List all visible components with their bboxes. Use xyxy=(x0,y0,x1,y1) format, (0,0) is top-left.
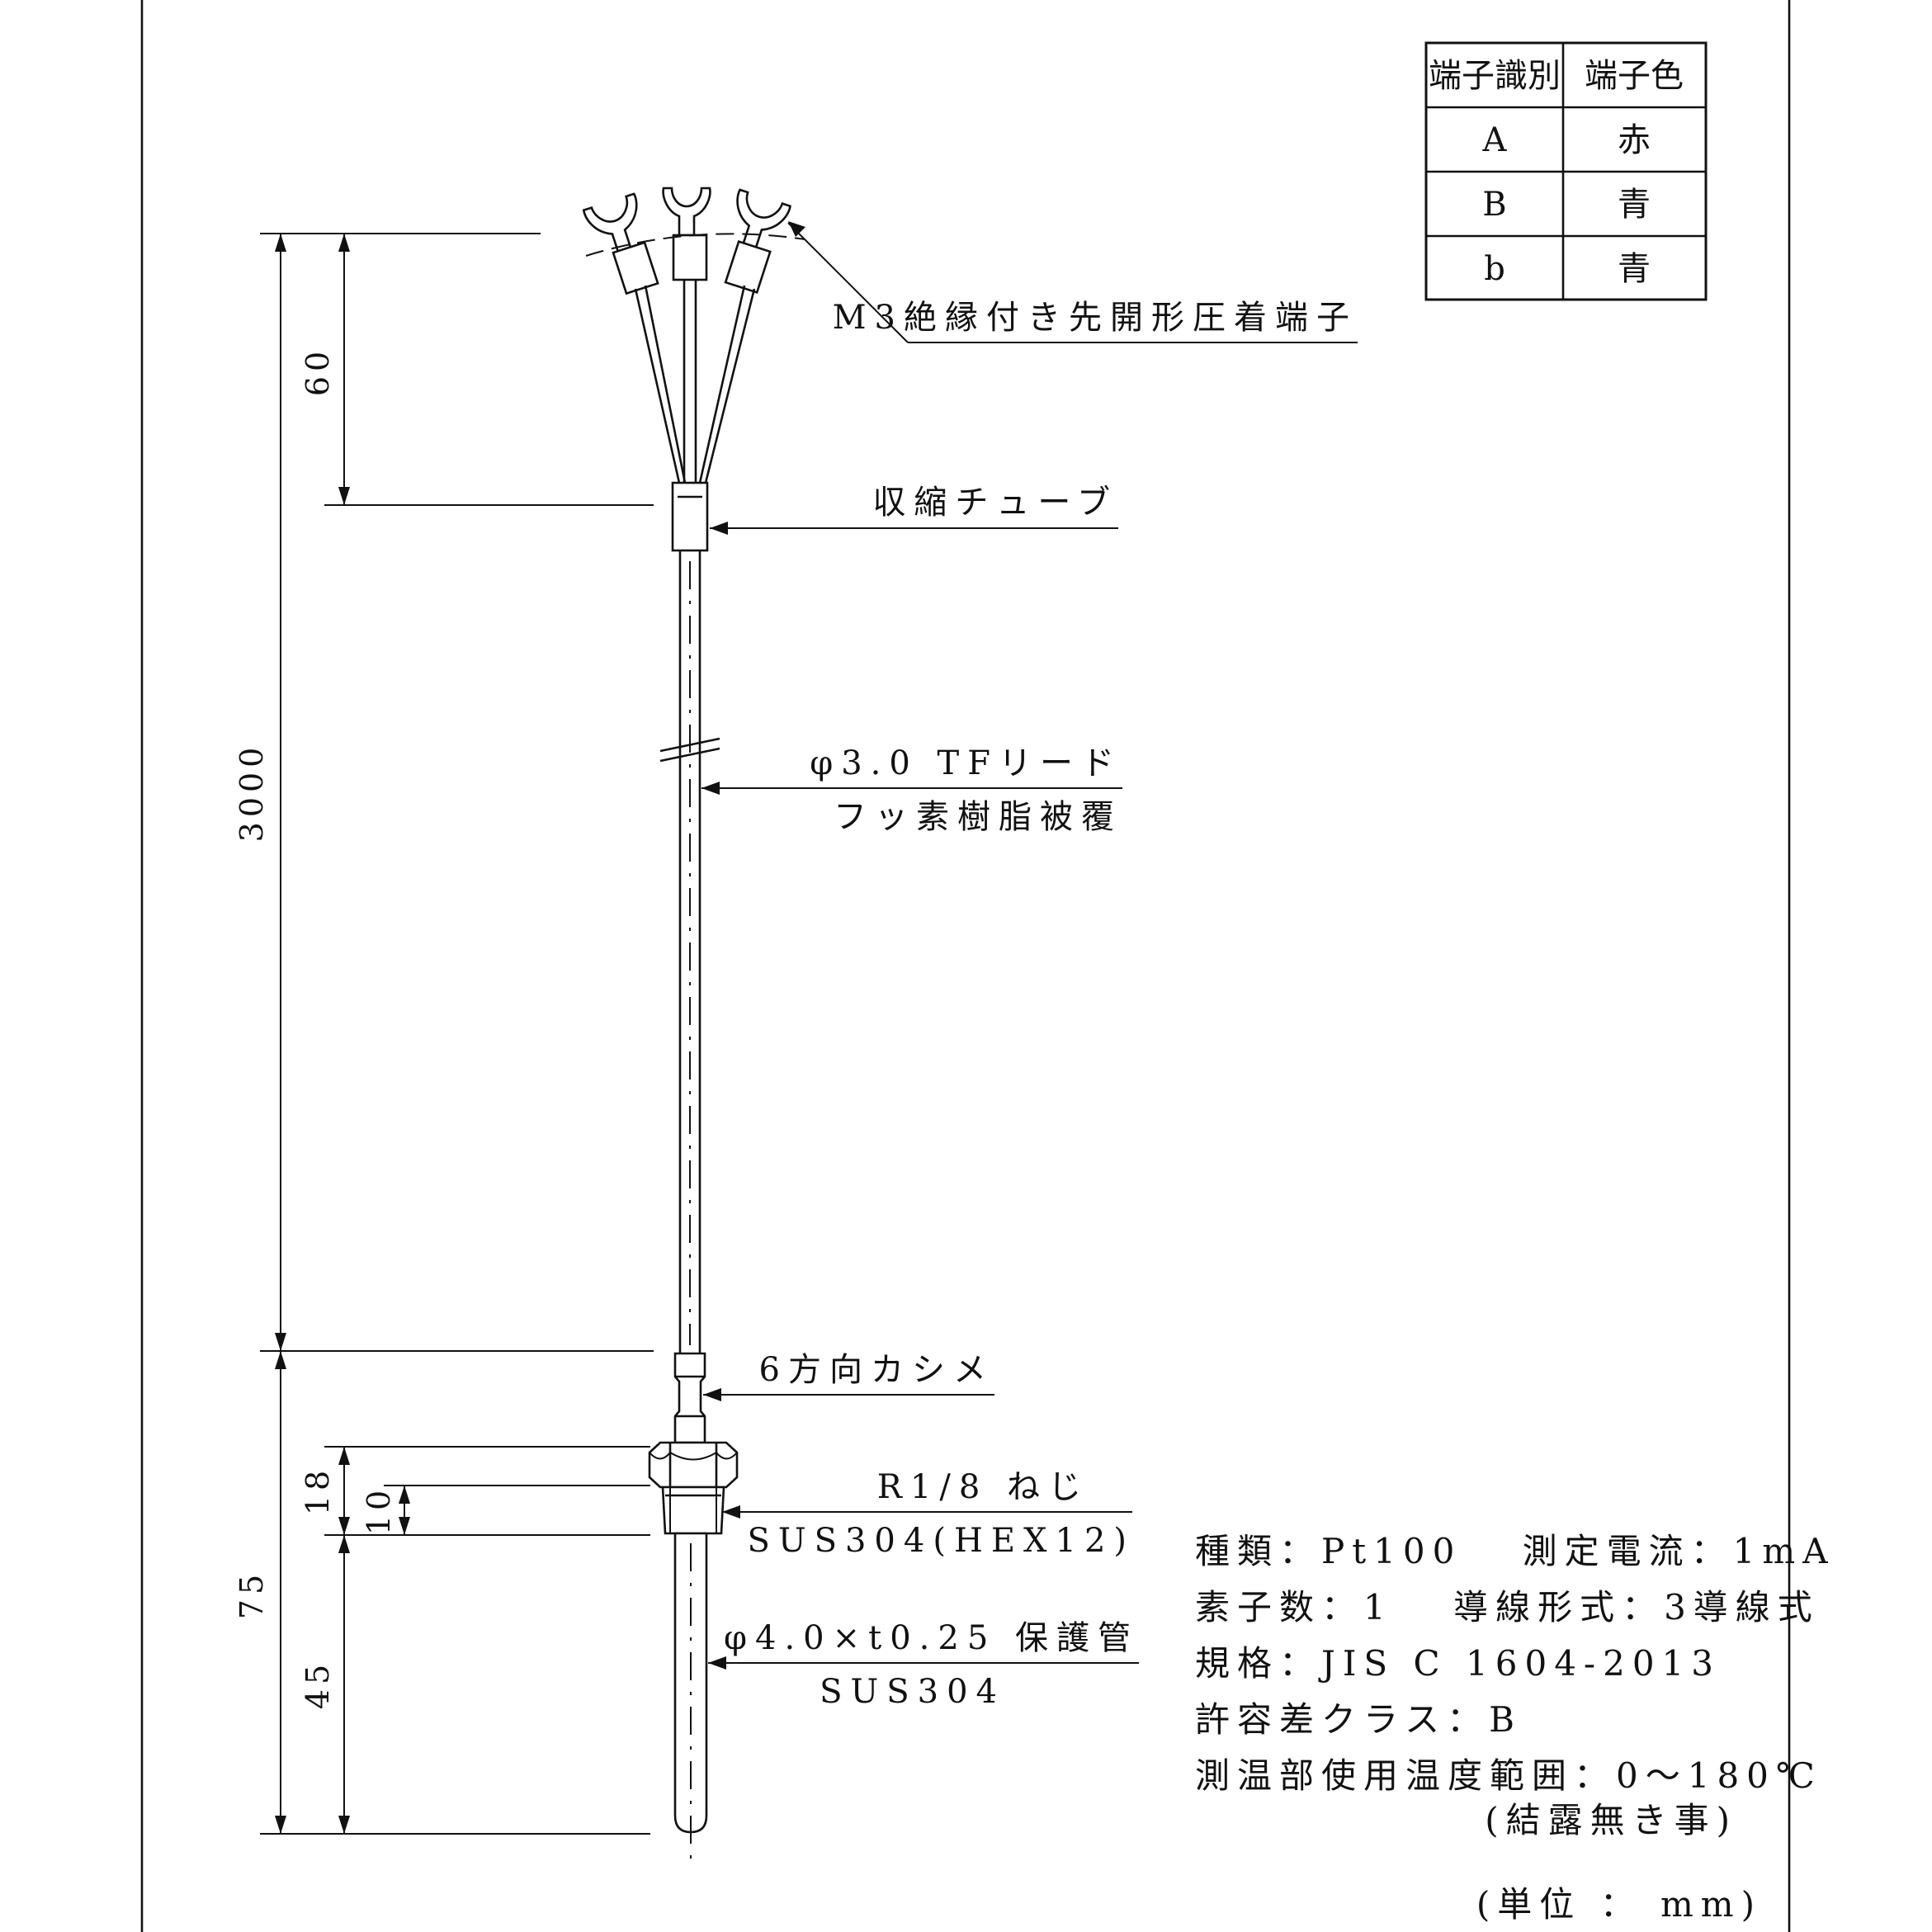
dim-thread-length: 10 xyxy=(361,1486,397,1535)
label-crimp: 6方向カシメ xyxy=(759,1351,994,1389)
spec-block: 種類：Pt100 測定電流：1mA 素子数：1 導線形式：3導線式 規格：JIS… xyxy=(1195,1531,1835,1840)
label-thread-material: SUS304(HEX12) xyxy=(747,1522,1135,1560)
label-tube-material: SUS304 xyxy=(820,1673,1005,1711)
crimp-terminals xyxy=(582,187,805,484)
shrink-tube xyxy=(671,481,709,552)
spec-line: (結露無き事) xyxy=(1485,1800,1737,1840)
table-header-terminal-id: 端子識別 xyxy=(1429,57,1561,95)
crimp-sleeve xyxy=(673,1352,706,1444)
label-thread: R1/8 ねじ xyxy=(877,1468,1089,1506)
label-lead-coating: フッ素樹脂被覆 xyxy=(834,798,1122,836)
spec-line: 許容差クラス：B xyxy=(1195,1699,1522,1740)
spec-line: 測温部使用温度範囲：0～180℃ xyxy=(1195,1755,1822,1796)
dim-lead-length: 3000 xyxy=(234,743,270,843)
spec-line: 規格：JIS C 1604-2013 xyxy=(1195,1643,1721,1684)
spec-line: 種類：Pt100 測定電流：1mA xyxy=(1195,1531,1835,1571)
dim-tube-length: 45 xyxy=(300,1660,336,1709)
table-cell-id: B xyxy=(1482,186,1506,224)
pipe-thread xyxy=(661,1486,725,1535)
dimension-lines xyxy=(260,233,654,1835)
dim-terminal-length: 60 xyxy=(300,347,336,396)
unit-note: (単位 ： mm) xyxy=(1476,1884,1762,1925)
dim-sheath-length: 75 xyxy=(234,1570,270,1619)
table-cell-id: b xyxy=(1484,250,1505,288)
table-cell-id: A xyxy=(1482,121,1508,159)
table-header-terminal-color: 端子色 xyxy=(1585,57,1684,95)
table-cell-color: 青 xyxy=(1618,186,1651,224)
table-cell-color: 赤 xyxy=(1618,121,1651,159)
dim-hex-length: 18 xyxy=(300,1466,336,1515)
hex-nut xyxy=(648,1441,739,1489)
label-shrink-tube: 収縮チューブ xyxy=(872,484,1118,522)
protection-tube xyxy=(673,1532,708,1867)
lead-wire xyxy=(659,550,720,1353)
label-terminal: M3絶縁付き先開形圧着端子 xyxy=(833,299,1358,337)
label-lead-spec: φ3.0 TFリード xyxy=(810,744,1122,782)
leader-lines xyxy=(701,221,1358,1670)
spec-line: 素子数：1 導線形式：3導線式 xyxy=(1195,1587,1820,1627)
label-tube: φ4.0×t0.25 保護管 xyxy=(724,1619,1139,1657)
terminal-color-table: 端子識別 端子色 A 赤 B 青 b 青 xyxy=(1424,41,1708,301)
table-cell-color: 青 xyxy=(1618,250,1651,288)
